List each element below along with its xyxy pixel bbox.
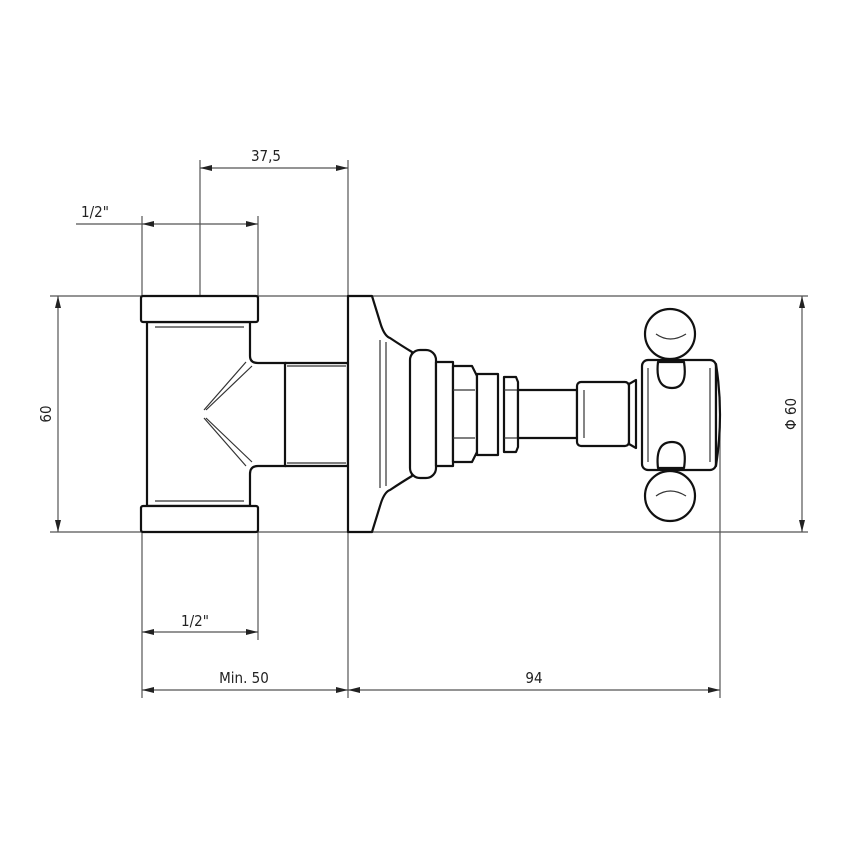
dimension-label-diameter: Φ 60 (782, 398, 800, 430)
dimension-label-thread-bottom: 1/2" (181, 612, 209, 630)
escutcheon-flange (346, 294, 414, 534)
handle-knob-top (643, 307, 697, 361)
dimension-thread-top: 1/2" (76, 203, 258, 227)
dimension-label-offset: 37,5 (251, 147, 281, 165)
dimension-label-min-depth: Min. 50 (219, 669, 269, 687)
dimension-94: 94 (348, 669, 720, 693)
dimension-min-50: Min. 50 (142, 669, 348, 693)
dimension-height-60: 60 (37, 296, 61, 532)
dimension-thread-bottom: 1/2" (142, 612, 258, 635)
dimension-label-height: 60 (37, 405, 55, 422)
handle-knob-bottom (643, 469, 697, 523)
dimension-37-5: 37,5 (200, 147, 348, 171)
dimension-label-thread-top: 1/2" (81, 203, 109, 221)
dimension-diameter-60: Φ 60 (782, 296, 805, 532)
dimension-label-projection: 94 (525, 669, 542, 687)
tee-fitting (139, 294, 350, 534)
valve-cartridge (408, 348, 638, 480)
cross-handle (640, 307, 722, 523)
